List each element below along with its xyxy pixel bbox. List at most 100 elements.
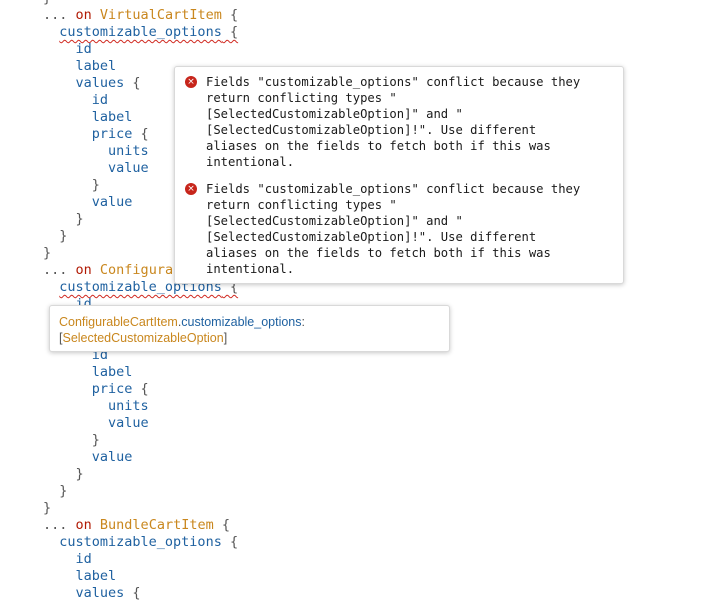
code-token-error: customizable_options (59, 24, 222, 40)
code-line[interactable]: values { (43, 585, 141, 602)
code-token: value (91, 194, 133, 210)
code-line[interactable]: price { (43, 126, 149, 143)
code-line[interactable]: id (43, 92, 108, 109)
error-icon: × (185, 76, 197, 88)
code-token: { (124, 75, 141, 91)
code-line[interactable]: id (43, 551, 92, 568)
code-token: } (43, 0, 51, 6)
code-token: value (108, 415, 149, 431)
code-line[interactable]: } (43, 211, 84, 228)
code-token (43, 41, 76, 57)
code-token: ... (43, 7, 76, 23)
code-line[interactable]: } (43, 0, 51, 7)
code-token (43, 92, 92, 108)
code-token: { (221, 7, 239, 23)
code-line[interactable]: units (43, 398, 149, 415)
code-token: } (43, 500, 52, 516)
code-line[interactable]: value (43, 449, 133, 466)
code-token: units (108, 143, 149, 159)
error-icon: × (185, 183, 197, 195)
code-line[interactable]: customizable_options { (43, 534, 238, 551)
code-token: on (75, 517, 92, 533)
code-token: value (91, 449, 133, 465)
code-token (43, 160, 108, 176)
code-line[interactable]: } (43, 432, 100, 449)
code-line[interactable]: label (43, 364, 133, 381)
code-token (43, 534, 59, 550)
code-token: id (91, 92, 109, 108)
lint-message-text: Fields "customizable_options" conflict b… (206, 182, 581, 276)
code-token: ... (43, 517, 76, 533)
code-token (43, 58, 76, 74)
code-line[interactable]: } (43, 177, 100, 194)
code-token: { (213, 517, 230, 533)
code-token: } (43, 211, 84, 227)
type-info-return-type[interactable]: SelectedCustomizableOption (62, 331, 224, 345)
code-token (92, 7, 100, 23)
code-line[interactable]: value (43, 194, 133, 211)
code-token: label (91, 364, 133, 380)
code-line[interactable]: id (43, 41, 92, 58)
code-token: { (124, 585, 141, 601)
code-token: id (75, 551, 92, 567)
code-token: } (43, 177, 100, 193)
code-line[interactable]: label (43, 109, 133, 126)
code-token: price (91, 381, 133, 397)
code-token: } (43, 228, 68, 244)
code-token (43, 585, 76, 601)
code-line[interactable]: ... on VirtualCartItem { (43, 7, 238, 24)
code-line[interactable]: } (43, 228, 67, 245)
code-line[interactable]: ... on BundleCartItem { (43, 517, 230, 534)
code-line[interactable]: customizable_options { (43, 24, 238, 41)
code-line[interactable]: } (43, 245, 51, 262)
code-token: { (132, 381, 149, 397)
code-token (43, 75, 76, 91)
code-line[interactable]: } (43, 500, 51, 517)
code-token: price (91, 126, 133, 142)
code-token (43, 279, 59, 295)
lint-error-tooltip: × Fields "customizable_options" conflict… (174, 66, 624, 284)
code-token: VirtualCartItem (99, 7, 222, 23)
code-token-error: { (221, 24, 239, 40)
type-info-line-2: [SelectedCustomizableOption] (59, 330, 440, 346)
code-line[interactable]: value (43, 415, 149, 432)
code-token: on (75, 262, 92, 278)
lint-message: × Fields "customizable_options" conflict… (185, 181, 613, 277)
lint-message-text: Fields "customizable_options" conflict b… (206, 75, 581, 169)
code-token: units (108, 398, 149, 414)
code-line[interactable]: value (43, 160, 149, 177)
code-token: } (43, 245, 52, 261)
code-token: customizable_options (59, 534, 222, 550)
lint-message: × Fields "customizable_options" conflict… (185, 74, 613, 170)
type-info-parent-type[interactable]: ConfigurableCartItem (59, 315, 178, 329)
code-line[interactable]: label (43, 568, 117, 585)
code-token (43, 415, 108, 431)
code-token (43, 126, 92, 142)
type-info-colon: : (301, 315, 305, 329)
code-line[interactable]: price { (43, 381, 149, 398)
code-token (43, 398, 108, 414)
code-token: { (221, 534, 239, 550)
code-token (43, 381, 92, 397)
code-token: } (43, 483, 68, 499)
code-line[interactable]: } (43, 466, 84, 483)
type-info-tooltip: ConfigurableCartItem.customizable_option… (49, 305, 450, 352)
code-line[interactable]: units (43, 143, 149, 160)
code-token (43, 24, 59, 40)
code-token: } (43, 432, 100, 448)
code-token: ... (43, 262, 76, 278)
code-token: label (75, 58, 117, 74)
code-token (92, 262, 100, 278)
type-info-open-bracket: [ (59, 331, 63, 345)
code-line[interactable]: values { (43, 75, 141, 92)
code-token (92, 517, 100, 533)
code-line[interactable]: } (43, 483, 67, 500)
type-info-line-1: ConfigurableCartItem.customizable_option… (59, 314, 440, 330)
code-token-error: { (221, 279, 239, 295)
code-line[interactable]: label (43, 58, 117, 75)
code-token: label (91, 109, 133, 125)
code-token: { (132, 126, 149, 142)
code-token (43, 551, 76, 567)
code-token: id (75, 41, 92, 57)
type-info-close-bracket: ] (223, 331, 228, 345)
